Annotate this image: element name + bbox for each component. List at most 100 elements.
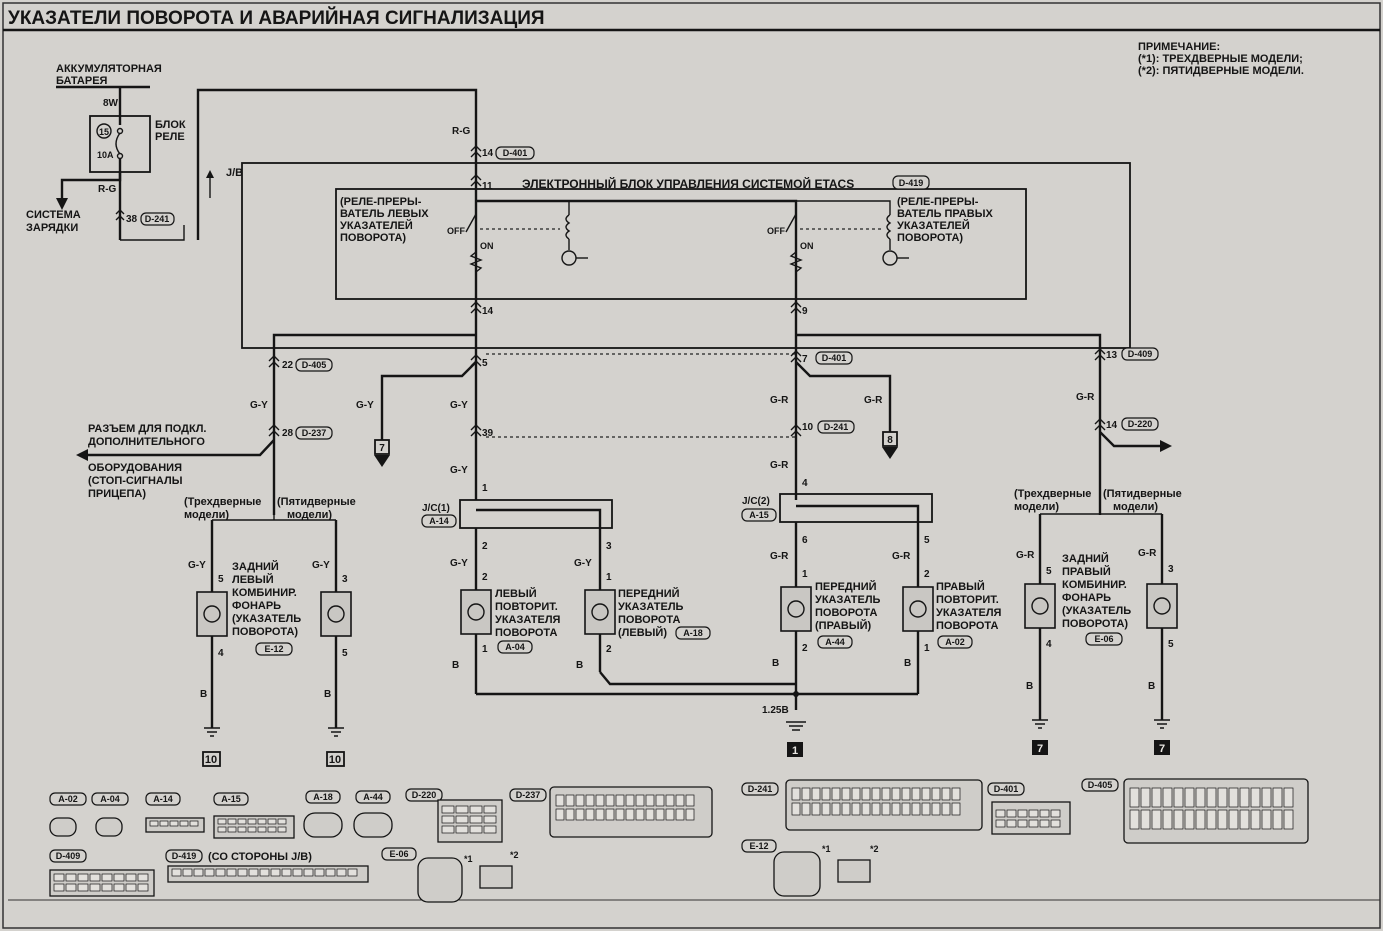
c39-chevron-icon-2 [470, 430, 482, 437]
connector-pin-cell [215, 868, 226, 877]
rear-right-lamp-5d [1146, 583, 1178, 629]
relay-right-text-1: (РЕЛЕ-ПРЕРЫ- [897, 196, 979, 208]
connector-pin-cell [1184, 809, 1195, 830]
legend-tag-a02 [49, 792, 87, 806]
ground-10a-symbol-icon [204, 727, 220, 737]
connector-pin-cell [1283, 787, 1294, 808]
connector-pin-cell [851, 802, 861, 816]
relay-left-resistor [469, 251, 483, 273]
legend-e06-star2: *2 [510, 850, 519, 860]
connector-pin-cell [645, 794, 655, 807]
connector-pin-cell [1272, 787, 1283, 808]
rear-left-text-3: КОМБИНИР. [232, 587, 297, 599]
connector-pin-cell [292, 868, 303, 877]
rear-right-text-2: ПРАВЫЙ [1062, 565, 1111, 578]
g8-arrow-icon [882, 447, 898, 459]
legend-e06-star1: *1 [464, 854, 473, 864]
connector-pin-cell [469, 815, 483, 824]
left-repeater-wire-label: G-Y [450, 558, 468, 569]
rear-right-conn-tag [1085, 632, 1123, 646]
connector-pin-cell [831, 802, 841, 816]
jb-arrow-icon [206, 170, 214, 178]
connector-pin-cell [193, 868, 204, 877]
connector-pin-cell [801, 802, 811, 816]
connector-pin-cell [125, 873, 137, 882]
ground-1: 1 [792, 745, 798, 757]
connector-a44-icon [353, 812, 393, 838]
c7-chevron-icon-2 [790, 356, 802, 363]
connector-pin-cell [645, 808, 655, 821]
connector-pin-cell [1140, 809, 1151, 830]
rear-right-text-3: КОМБИНИР. [1062, 579, 1127, 591]
connector-pin-cell [237, 826, 247, 833]
right-repeater-lamp [902, 586, 934, 632]
front-left-pin-top: 1 [606, 572, 612, 583]
jc2-box [779, 493, 933, 523]
jc1-bus [476, 508, 602, 528]
connector-pin-cell [1006, 819, 1017, 828]
note-heading: ПРИМЕЧАНИЕ: [1138, 41, 1220, 53]
connector-pin-cell [237, 868, 248, 877]
left-repeater-conn-tag [497, 640, 533, 654]
right-rear-trailer-wire [1099, 431, 1162, 448]
rear-right-text-6: ПОВОРОТА) [1062, 618, 1128, 630]
front-left-bulb-icon [591, 603, 609, 621]
relay-block-label-2: РЕЛЕ [155, 131, 185, 143]
c7-chevron-icon [790, 350, 802, 357]
rear-right-5d-ground-wire: B [1148, 681, 1155, 692]
connector-pin-cell [270, 868, 281, 877]
rear-right-text-1: ЗАДНИЙ [1062, 552, 1109, 565]
g7-arrow-icon [374, 455, 390, 467]
connector-pin-cell [675, 808, 685, 821]
connector-pin-cell [655, 794, 665, 807]
charging-branch [60, 172, 122, 200]
c13-conn-tag [1121, 347, 1159, 361]
rear-right-text-5: (УКАЗАТЕЛЬ [1062, 605, 1131, 617]
connector-pin-cell [226, 868, 237, 877]
relay-left-text-1: (РЕЛЕ-ПРЕРЫ- [340, 196, 422, 208]
connector-pin-cell [257, 826, 267, 833]
relay-right-text-2: ВАТЕЛЬ ПРАВЫХ [897, 208, 993, 220]
connector-pin-cell [555, 808, 565, 821]
rear-right-text-4: ФОНАРЬ [1062, 592, 1111, 604]
rear-left-3d-wire-label: G-Y [188, 560, 206, 571]
connector-pin-cell [585, 808, 595, 821]
connector-pin-cell [791, 787, 801, 801]
connector-pin-cell [336, 868, 347, 877]
etacs-unit-box [335, 188, 1027, 300]
right-out-chevron-icon-2 [790, 307, 802, 314]
rear-left-lamp-3d [196, 591, 228, 637]
right-repeater-wire-label: G-R [892, 551, 911, 562]
c10-conn-tag [817, 420, 855, 434]
legend-tag-a14 [145, 792, 181, 806]
connector-pin-cell [605, 808, 615, 821]
connector-pin-cell [585, 794, 595, 807]
c7-pin: 7 [802, 354, 808, 365]
c13-chevron-icon-2 [1094, 354, 1106, 361]
front-left-pin-bot: 2 [606, 644, 612, 655]
ground-7a-symbol-icon [1032, 719, 1048, 729]
legend-d419: D-419 [172, 851, 197, 861]
right-repeater-pin-top: 2 [924, 569, 930, 580]
c28-chevron-icon-2 [268, 430, 280, 437]
c22-conn: D-405 [302, 360, 327, 370]
ground-7a-box [1032, 740, 1048, 755]
connector-pin-cell [951, 802, 961, 816]
connector-pin-cell [1140, 787, 1151, 808]
relay-left-switch [465, 213, 477, 233]
connector-pin-cell [1228, 787, 1239, 808]
connector-pin-cell [65, 873, 77, 882]
connector-pin-cell [881, 787, 891, 801]
legend-d409: D-409 [56, 851, 81, 861]
battery-label-2: БАТАРЕЯ [56, 75, 108, 87]
jc2-conn: A-15 [749, 510, 769, 520]
connector-pin-cell [277, 826, 287, 833]
c28-conn: D-237 [302, 428, 327, 438]
rear-left-pin-top2: 3 [342, 574, 348, 585]
connector-pin-cell [204, 868, 215, 877]
jc2-label: J/C(2) [742, 496, 770, 507]
etacs-conn-tag [892, 175, 930, 190]
etacs-pin-right-out: 9 [802, 306, 808, 317]
fuse-number: 15 [99, 127, 109, 137]
connector-pin-cell [169, 820, 179, 827]
